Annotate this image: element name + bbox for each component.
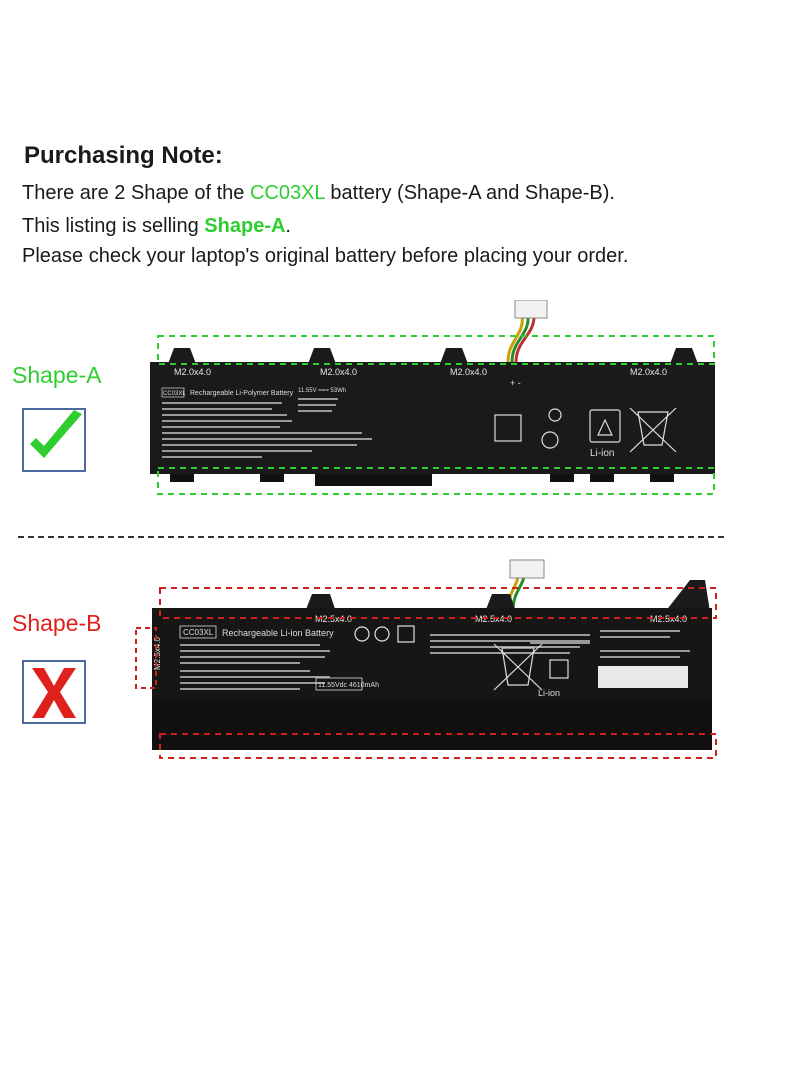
- sticker-model: CC03XL: [163, 391, 186, 397]
- battery-connector: [506, 559, 545, 611]
- battery-shape-a-image: M2.0x4.0 M2.0x4.0 M2.0x4.0 M2.0x4.0 CC03…: [150, 300, 715, 495]
- screw-label: M2.0x4.0: [630, 367, 667, 377]
- battery-spec: 11.55V === 53Wh: [298, 388, 346, 394]
- separator-dashed-line: [18, 536, 724, 538]
- cert-mark-icon: [541, 431, 559, 449]
- screw-label: M2.0x4.0: [174, 367, 211, 377]
- screw-label: M2.5x4.0: [650, 614, 687, 624]
- battery-shape-b-image: M2.5x4.0 M2.5x4.0 M2.5x4.0 M2.5x4.0 CC03…: [135, 559, 717, 759]
- cert-mark-icon: [374, 626, 390, 642]
- li-ion-label: Li-ion: [538, 688, 560, 698]
- note-line-2: This listing is selling Shape-A.: [22, 215, 291, 237]
- highlight-frame-bottom: [157, 467, 715, 495]
- cert-mark-icon: [354, 626, 370, 642]
- battery-connector: [506, 300, 548, 363]
- screw-label: M2.0x4.0: [450, 367, 487, 377]
- highlight-frame-top: [157, 335, 715, 365]
- red-x-icon: [22, 660, 86, 724]
- weee-bin-icon: [493, 643, 543, 691]
- svg-text:+ -: + -: [510, 378, 521, 388]
- recycle-icon: [549, 659, 569, 679]
- cert-mark-icon: [397, 625, 415, 643]
- battery-spec: 11.55Vdc 4610mAh: [318, 682, 379, 689]
- weee-bin-icon: [629, 407, 677, 453]
- green-check-icon: [22, 408, 86, 472]
- sticker-title: Rechargeable Li-Polymer Battery: [190, 390, 294, 397]
- sticker-model: CC03XL: [183, 628, 214, 637]
- shape-highlight: Shape-A: [204, 215, 286, 237]
- highlight-frame-top: [159, 587, 717, 619]
- note-line-1: There are 2 Shape of the CC03XL battery …: [22, 182, 615, 204]
- screw-label: M2.0x4.0: [320, 367, 357, 377]
- highlight-frame-bottom: [159, 733, 717, 759]
- shape-b-label: Shape-B: [12, 610, 102, 636]
- li-ion-label: Li-ion: [590, 448, 614, 459]
- cert-mark-icon: [494, 414, 522, 442]
- purchasing-note-title: Purchasing Note:: [24, 142, 223, 169]
- model-highlight: CC03XL: [249, 182, 325, 204]
- cert-mark-icon: [548, 408, 562, 422]
- highlight-frame-side: [135, 627, 157, 689]
- recycle-icon: [589, 409, 621, 443]
- shape-a-label: Shape-A: [12, 362, 102, 388]
- barcode-label: [598, 666, 688, 688]
- note-line-3: Please check your laptop's original batt…: [22, 245, 629, 267]
- sticker-title: Rechargeable Li-ion Battery: [222, 628, 334, 638]
- side-screw-label: M2.5x4.0: [153, 637, 162, 670]
